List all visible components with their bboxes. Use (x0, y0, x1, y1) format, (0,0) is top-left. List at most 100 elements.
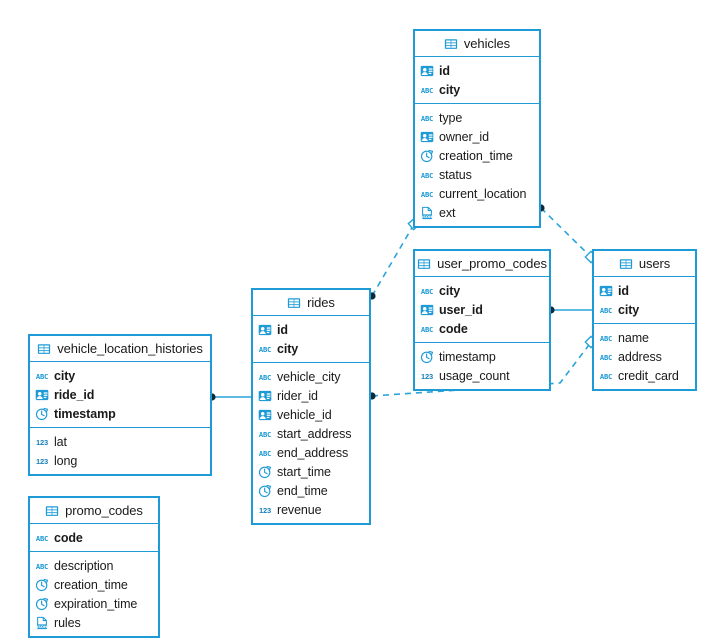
table-field-timestamp[interactable]: timestamp (415, 347, 549, 366)
field-label: type (439, 110, 463, 125)
svg-text:JSON: JSON (36, 625, 47, 629)
table-grid-icon (46, 505, 59, 516)
field-label: city (277, 341, 299, 356)
field-label: usage_count (439, 368, 510, 383)
svg-text:ABC: ABC (259, 372, 271, 381)
field-label: id (277, 322, 288, 337)
abc-string-icon: ABC (421, 170, 433, 179)
primary-key-field-ride_id[interactable]: ride_id (30, 385, 210, 404)
field-label: start_address (277, 426, 352, 441)
table-header-vehicle_location_histories[interactable]: vehicle_location_histories (30, 336, 210, 362)
table-header-rides[interactable]: rides (253, 290, 369, 316)
svg-text:123: 123 (259, 506, 271, 515)
field-label: city (54, 368, 76, 383)
abc-string-icon: ABC (421, 189, 433, 198)
table-field-description[interactable]: ABC description (30, 556, 158, 575)
primary-key-field-id[interactable]: id (594, 281, 695, 300)
svg-text:ABC: ABC (36, 371, 48, 380)
relationship-vehicle-location-histories-to-rides[interactable] (208, 393, 251, 401)
field-label: id (439, 63, 450, 78)
table-field-ext[interactable]: JSON ext (415, 203, 539, 222)
field-label: current_location (439, 186, 527, 201)
relationship-rides-to-vehicles[interactable] (368, 217, 421, 300)
table-field-expiration_time[interactable]: expiration_time (30, 594, 158, 613)
clock-icon (258, 465, 272, 478)
abc-string-icon: ABC (421, 324, 433, 333)
table-field-creation_time[interactable]: creation_time (30, 575, 158, 594)
id-card-icon (420, 304, 434, 315)
abc-string-icon: ABC (421, 113, 433, 122)
clock-icon (420, 350, 434, 363)
primary-key-field-user_id[interactable]: user_id (415, 300, 549, 319)
svg-text:JSON: JSON (421, 215, 432, 219)
table-field-rider_id[interactable]: rider_id (253, 386, 369, 405)
field-label: lat (54, 434, 67, 449)
table-field-current_location[interactable]: ABC current_location (415, 184, 539, 203)
table-title: rides (307, 295, 335, 310)
field-label: ride_id (54, 387, 95, 402)
table-field-start_time[interactable]: start_time (253, 462, 369, 481)
abc-string-icon: ABC (36, 371, 48, 380)
primary-key-field-id[interactable]: id (415, 61, 539, 80)
field-label: expiration_time (54, 596, 138, 611)
relationship-user-promo-codes-to-users[interactable] (547, 306, 592, 314)
id-card-icon (420, 65, 434, 76)
primary-key-field-timestamp[interactable]: timestamp (30, 404, 210, 423)
table-field-creation_time[interactable]: creation_time (415, 146, 539, 165)
field-label: end_time (277, 483, 328, 498)
primary-key-field-city[interactable]: ABC city (30, 366, 210, 385)
primary-key-field-code[interactable]: ABC code (415, 319, 549, 338)
field-label: id (618, 283, 629, 298)
field-label: ext (439, 205, 456, 220)
table-field-vehicle_id[interactable]: vehicle_id (253, 405, 369, 424)
abc-string-icon: ABC (36, 561, 48, 570)
table-field-end_time[interactable]: end_time (253, 481, 369, 500)
table-field-type[interactable]: ABC type (415, 108, 539, 127)
field-label: description (54, 558, 114, 573)
svg-text:ABC: ABC (421, 170, 433, 179)
field-label: code (439, 321, 468, 336)
abc-string-icon: ABC (421, 85, 433, 94)
table-field-owner_id[interactable]: owner_id (415, 127, 539, 146)
field-label: end_address (277, 445, 349, 460)
primary-key-field-id[interactable]: id (253, 320, 369, 339)
clock-icon (35, 578, 49, 591)
table-header-user_promo_codes[interactable]: user_promo_codes (415, 251, 549, 277)
svg-text:ABC: ABC (421, 85, 433, 94)
field-label: user_id (439, 302, 483, 317)
json-document-icon: JSON (36, 616, 47, 629)
table-header-users[interactable]: users (594, 251, 695, 277)
table-header-vehicles[interactable]: vehicles (415, 31, 539, 57)
table-header-promo_codes[interactable]: promo_codes (30, 498, 158, 524)
svg-text:ABC: ABC (600, 333, 612, 342)
